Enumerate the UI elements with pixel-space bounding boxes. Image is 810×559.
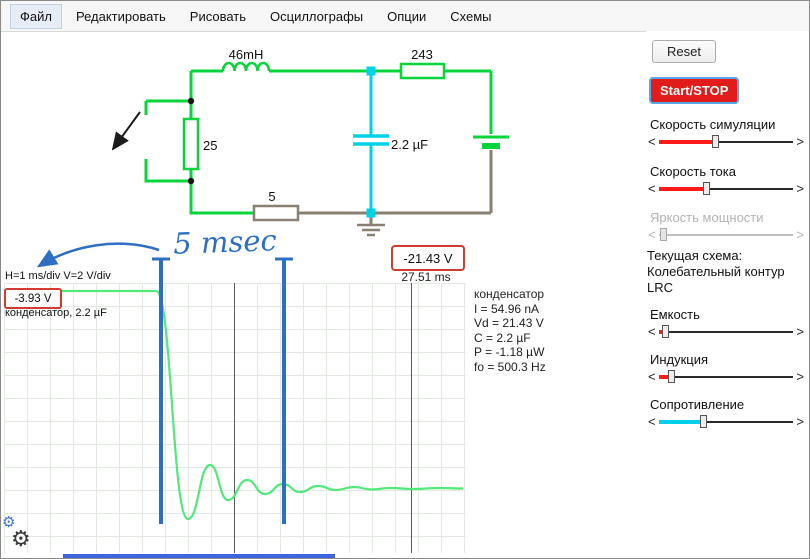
resistor-25[interactable]: 25 <box>182 117 217 171</box>
slider-thumb[interactable] <box>662 324 670 338</box>
slider-left-arrow[interactable]: < <box>648 180 656 196</box>
oscilloscope-panel[interactable] <box>4 283 466 553</box>
slider-track[interactable] <box>658 181 794 195</box>
slider-track[interactable] <box>658 227 794 241</box>
power-brightness-label: Яркость мощности <box>650 210 764 225</box>
scope-channel-label: конденсатор, 2.2 µF <box>5 307 107 319</box>
inductance-label: Индукция <box>650 352 709 367</box>
capacitance-label: Емкость <box>650 307 700 322</box>
slider-right-arrow[interactable]: > <box>796 226 804 242</box>
menu-edit[interactable]: Редактировать <box>75 8 166 24</box>
start-stop-button[interactable]: Start/STOP <box>649 77 740 104</box>
resistor-243-label: 243 <box>411 47 433 62</box>
slider-track[interactable] <box>658 134 794 148</box>
slider-track[interactable] <box>658 324 794 338</box>
current-speed-slider[interactable]: < > <box>648 181 804 195</box>
slider-track[interactable] <box>658 414 794 428</box>
slider-track[interactable] <box>658 369 794 383</box>
slider-right-arrow[interactable]: > <box>796 133 804 149</box>
menu-file[interactable]: Файл <box>10 3 62 29</box>
resistance-slider[interactable]: < > <box>648 414 804 428</box>
capacitor-voltage-readout: -21.43 V <box>391 245 465 271</box>
menu-draw[interactable]: Рисовать <box>189 8 247 24</box>
menu-options[interactable]: Опции <box>387 8 427 24</box>
capacitor-voltage-trace <box>4 289 464 521</box>
switch[interactable] <box>111 111 141 151</box>
menu-scopes[interactable]: Осциллографы <box>270 8 364 24</box>
menu-circuits[interactable]: Схемы <box>450 8 492 24</box>
capacitance-slider[interactable]: < > <box>648 324 804 338</box>
slider-left-arrow[interactable]: < <box>648 413 656 429</box>
capacitor[interactable]: 2.2 µF <box>353 66 428 218</box>
slider-left-arrow[interactable]: < <box>648 133 656 149</box>
simulation-speed-label: Скорость симуляции <box>650 117 776 132</box>
capacitor-label: 2.2 µF <box>391 137 428 152</box>
slider-thumb[interactable] <box>712 134 720 148</box>
inductance-slider[interactable]: < > <box>648 369 804 383</box>
slider-thumb[interactable] <box>659 227 667 241</box>
inductor[interactable]: 46mH <box>221 47 271 72</box>
resistor-25-label: 25 <box>203 138 217 153</box>
resistor-243[interactable]: 243 <box>399 47 446 80</box>
component-info: конденсатор I = 54.96 nA Vd = 21.43 V C … <box>474 287 546 374</box>
info-current: I = 54.96 nA <box>474 301 540 316</box>
menu-bar: Файл Редактировать Рисовать Осциллографы… <box>1 1 809 32</box>
info-title: конденсатор <box>474 287 545 301</box>
slider-thumb[interactable] <box>700 414 708 428</box>
bottom-blue-bar <box>63 554 335 558</box>
slider-thumb[interactable] <box>702 181 710 195</box>
simulation-speed-slider[interactable]: < > <box>648 134 804 148</box>
slider-thumb[interactable] <box>667 369 675 383</box>
info-vd: Vd = 21.43 V <box>474 316 544 330</box>
capacitor-node-bottom <box>366 208 376 218</box>
reset-button[interactable]: Reset <box>652 40 716 63</box>
inductor-label: 46mH <box>229 47 264 62</box>
scope-cursor-line-1 <box>234 283 235 553</box>
slider-left-arrow[interactable]: < <box>648 368 656 384</box>
slider-left-arrow[interactable]: < <box>648 226 656 242</box>
current-speed-label: Скорость тока <box>650 164 736 179</box>
current-scheme-name: Колебательный контур LRC <box>647 264 785 295</box>
scope-scale-label: H=1 ms/div V=2 V/div <box>5 270 111 282</box>
neutral-wires[interactable] <box>298 150 493 225</box>
slider-right-arrow[interactable]: > <box>796 180 804 196</box>
power-brightness-slider[interactable]: < > <box>648 227 804 241</box>
settings-gear-small-icon[interactable]: ⚙ <box>2 514 16 531</box>
annotation-5msec: 5 msec <box>172 223 278 261</box>
time-readout: 27.51 ms <box>401 270 451 284</box>
battery[interactable] <box>473 135 509 149</box>
slider-right-arrow[interactable]: > <box>796 413 804 429</box>
scope-cursor-line-2 <box>411 283 412 553</box>
resistor-5-label: 5 <box>268 189 275 204</box>
control-panel: Reset Start/STOP Скорость симуляции < > … <box>646 31 809 558</box>
resistance-label: Сопротивление <box>650 397 745 412</box>
settings-gear-icon[interactable]: ⚙ <box>11 526 31 551</box>
circuit-diagram[interactable]: 46mH 243 25 <box>1 1 646 559</box>
slider-right-arrow[interactable]: > <box>796 368 804 384</box>
slider-right-arrow[interactable]: > <box>796 323 804 339</box>
resistor-5[interactable]: 5 <box>252 189 300 222</box>
info-power: P = -1.18 µW <box>474 345 545 359</box>
junction-dot <box>187 97 195 105</box>
capacitor-node-top <box>366 66 376 76</box>
info-frequency: fo = 500.3 Hz <box>474 359 546 374</box>
ground[interactable] <box>357 223 385 237</box>
slider-left-arrow[interactable]: < <box>648 323 656 339</box>
junction-dot <box>187 177 195 185</box>
info-capacitance: C = 2.2 µF <box>474 330 531 345</box>
current-scheme-title: Текущая схема: <box>647 248 743 263</box>
scope-voltage-readout: -3.93 V <box>4 288 62 309</box>
